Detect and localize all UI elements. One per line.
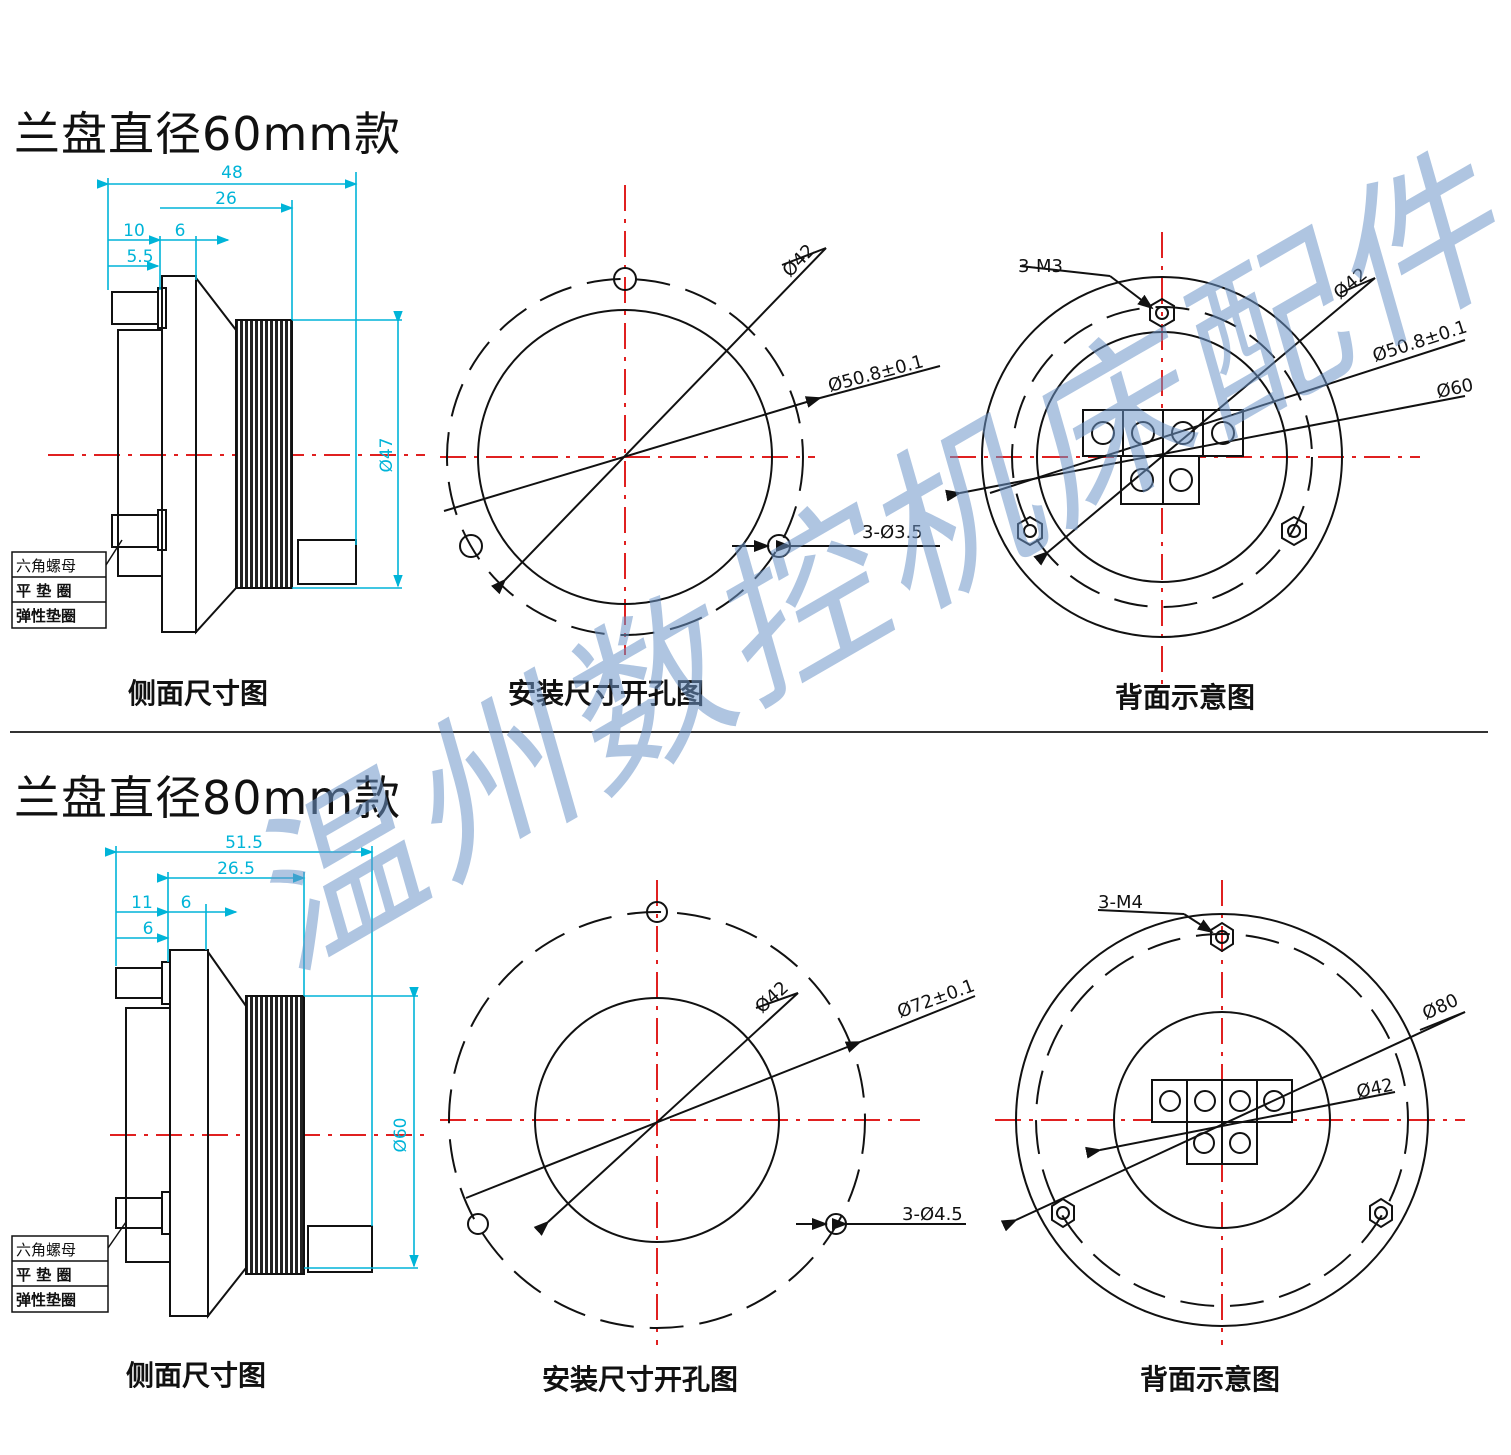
install-labels-80: Ø42 Ø72±0.1 3-Ø4.5	[751, 975, 977, 1225]
svg-text:六角螺母: 六角螺母	[16, 1241, 76, 1259]
install-view-60	[440, 185, 941, 655]
install-labels-60: Ø42 Ø50.8±0.1 3-Ø3.5	[778, 240, 925, 543]
svg-text:3-M4: 3-M4	[1098, 892, 1143, 913]
svg-text:6: 6	[143, 919, 154, 939]
section-2-heading: 兰盘直径80mm款	[14, 771, 402, 825]
caption-install-60: 安装尺寸开孔图	[508, 677, 705, 710]
side-dims-80	[104, 846, 419, 1269]
svg-text:平 垫 圈: 平 垫 圈	[16, 582, 71, 600]
caption-side-80: 侧面尺寸图	[126, 1359, 267, 1392]
svg-text:26.5: 26.5	[217, 859, 255, 879]
parts-legend-80: 六角螺母 平 垫 圈 弹性垫圈	[11, 1221, 127, 1313]
svg-text:48: 48	[221, 163, 243, 183]
svg-text:Ø42: Ø42	[751, 977, 793, 1017]
svg-text:6: 6	[175, 221, 186, 241]
svg-text:11: 11	[131, 893, 153, 913]
svg-text:3-Ø3.5: 3-Ø3.5	[862, 522, 923, 543]
svg-text:6: 6	[181, 893, 192, 913]
caption-back-60: 背面示意图	[1115, 681, 1256, 714]
svg-text:Ø80: Ø80	[1419, 990, 1461, 1025]
side-dims-60	[96, 172, 403, 589]
svg-text:5.5: 5.5	[126, 247, 153, 267]
side-view-60	[48, 275, 425, 635]
svg-text:3-Ø4.5: 3-Ø4.5	[902, 1204, 963, 1225]
svg-text:弹性垫圈: 弹性垫圈	[16, 1291, 76, 1309]
caption-side-60: 侧面尺寸图	[128, 677, 269, 710]
back-labels-80: 3-M4 Ø42 Ø80	[1098, 892, 1462, 1103]
svg-text:弹性垫圈: 弹性垫圈	[16, 607, 76, 625]
svg-text:平 垫 圈: 平 垫 圈	[16, 1266, 71, 1284]
back-view-60	[945, 232, 1466, 690]
svg-text:Ø50.8±0.1: Ø50.8±0.1	[1370, 317, 1470, 367]
svg-text:Ø42: Ø42	[778, 240, 819, 281]
caption-install-80: 安装尺寸开孔图	[542, 1363, 739, 1396]
install-view-80	[440, 880, 976, 1345]
section-1-heading: 兰盘直径60mm款	[14, 107, 402, 161]
svg-text:Ø47: Ø47	[377, 437, 397, 472]
svg-text:26: 26	[215, 189, 237, 209]
svg-text:Ø72±0.1: Ø72±0.1	[895, 975, 978, 1022]
caption-back-80: 背面示意图	[1140, 1363, 1281, 1396]
parts-legend-60: 六角螺母 平 垫 圈 弹性垫圈	[11, 539, 123, 629]
svg-text:10: 10	[123, 221, 145, 241]
section-divider	[10, 731, 1488, 733]
side-view-80	[110, 948, 425, 1319]
side-dim-labels-80: 51.5 26.5 11 6 6 Ø60	[131, 833, 411, 1153]
svg-text:51.5: 51.5	[225, 833, 263, 853]
back-labels-60: 3-M3 Ø42 Ø50.8±0.1 Ø60	[1018, 256, 1475, 403]
svg-text:Ø50.8±0.1: Ø50.8±0.1	[826, 351, 926, 397]
svg-text:3-M3: 3-M3	[1018, 256, 1063, 277]
svg-text:Ø60: Ø60	[391, 1117, 411, 1152]
svg-text:Ø60: Ø60	[1435, 375, 1476, 403]
svg-text:Ø42: Ø42	[1355, 1075, 1396, 1103]
back-view-80	[995, 880, 1466, 1345]
svg-text:六角螺母: 六角螺母	[16, 557, 76, 575]
side-dim-labels-60: 48 26 10 6 5.5 Ø47	[123, 163, 397, 473]
